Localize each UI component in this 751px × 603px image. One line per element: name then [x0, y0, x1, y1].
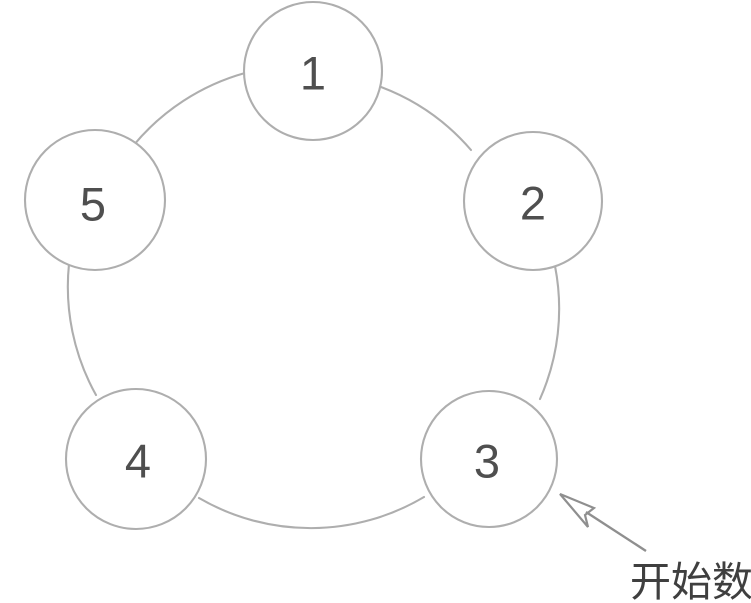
annotation-label: 开始数 [630, 558, 751, 603]
node-4[interactable]: 4 [64, 387, 208, 531]
node-3-label: 3 [474, 435, 500, 488]
node-2-label: 2 [520, 177, 546, 230]
node-5-circle[interactable] [23, 128, 167, 272]
link-group [66, 71, 561, 530]
node-1-circle[interactable] [242, 0, 384, 142]
start-annotation: 开始数 [559, 492, 751, 603]
link-arc-4-5 [66, 262, 98, 397]
link-arc-2-3 [538, 264, 561, 401]
link-arc-3-4 [197, 495, 426, 530]
node-3[interactable]: 3 [419, 389, 559, 529]
node-1[interactable]: 1 [242, 0, 384, 142]
node-5-label: 5 [80, 178, 106, 231]
node-5[interactable]: 5 [23, 128, 167, 272]
node-2-circle[interactable] [462, 130, 604, 272]
node-group: 1 2 3 4 5 [23, 0, 604, 531]
node-4-circle[interactable] [64, 387, 208, 531]
node-1-label: 1 [300, 47, 326, 100]
node-4-label: 4 [125, 435, 151, 488]
node-2[interactable]: 2 [462, 130, 604, 272]
annotation-arrow-head-icon [559, 492, 597, 528]
node-3-circle[interactable] [419, 389, 559, 529]
link-arc-1-2 [379, 85, 473, 152]
link-arc-5-1 [131, 71, 247, 148]
annotation-arrow-shaft [585, 510, 647, 553]
